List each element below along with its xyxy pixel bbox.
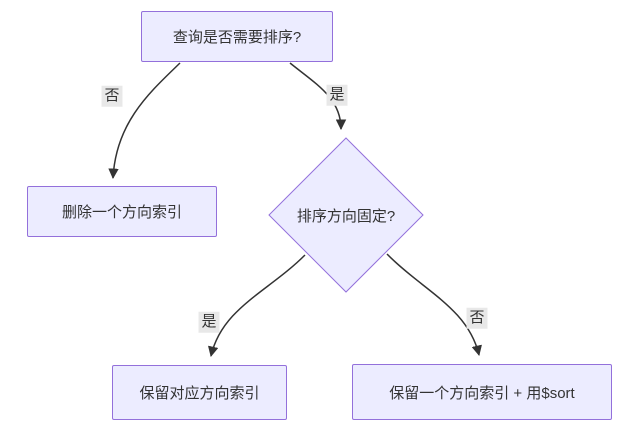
node-start: 查询是否需要排序? — [141, 11, 333, 62]
node-decision: 排序方向固定? — [269, 138, 423, 292]
node-start-label: 查询是否需要排序? — [172, 29, 302, 46]
node-delete-index-label: 删除一个方向索引 — [61, 204, 182, 221]
node-keep-matching: 保留对应方向索引 — [112, 365, 287, 420]
edge-label-decision-no: 否 — [466, 307, 488, 329]
edge-label-start-yes: 是 — [326, 84, 348, 106]
node-keep-one-sort-label: 保留一个方向索引 + 用$sort — [389, 384, 575, 402]
edge-decision-to-keep-matching — [208, 254, 306, 358]
edge-start-to-decision — [289, 62, 347, 131]
edge-start-to-delete-index — [108, 62, 181, 180]
edge-label-decision-yes: 是 — [198, 311, 220, 333]
node-delete-index: 删除一个方向索引 — [27, 186, 217, 237]
node-keep-one-sort: 保留一个方向索引 + 用$sort — [352, 364, 612, 420]
decision-diamond-shape — [268, 137, 424, 293]
edge-decision-to-keep-one-sort — [386, 253, 482, 357]
node-decision-label: 排序方向固定? — [296, 207, 396, 225]
node-keep-matching-label: 保留对应方向索引 — [139, 385, 260, 402]
edge-label-start-no: 否 — [101, 85, 123, 107]
